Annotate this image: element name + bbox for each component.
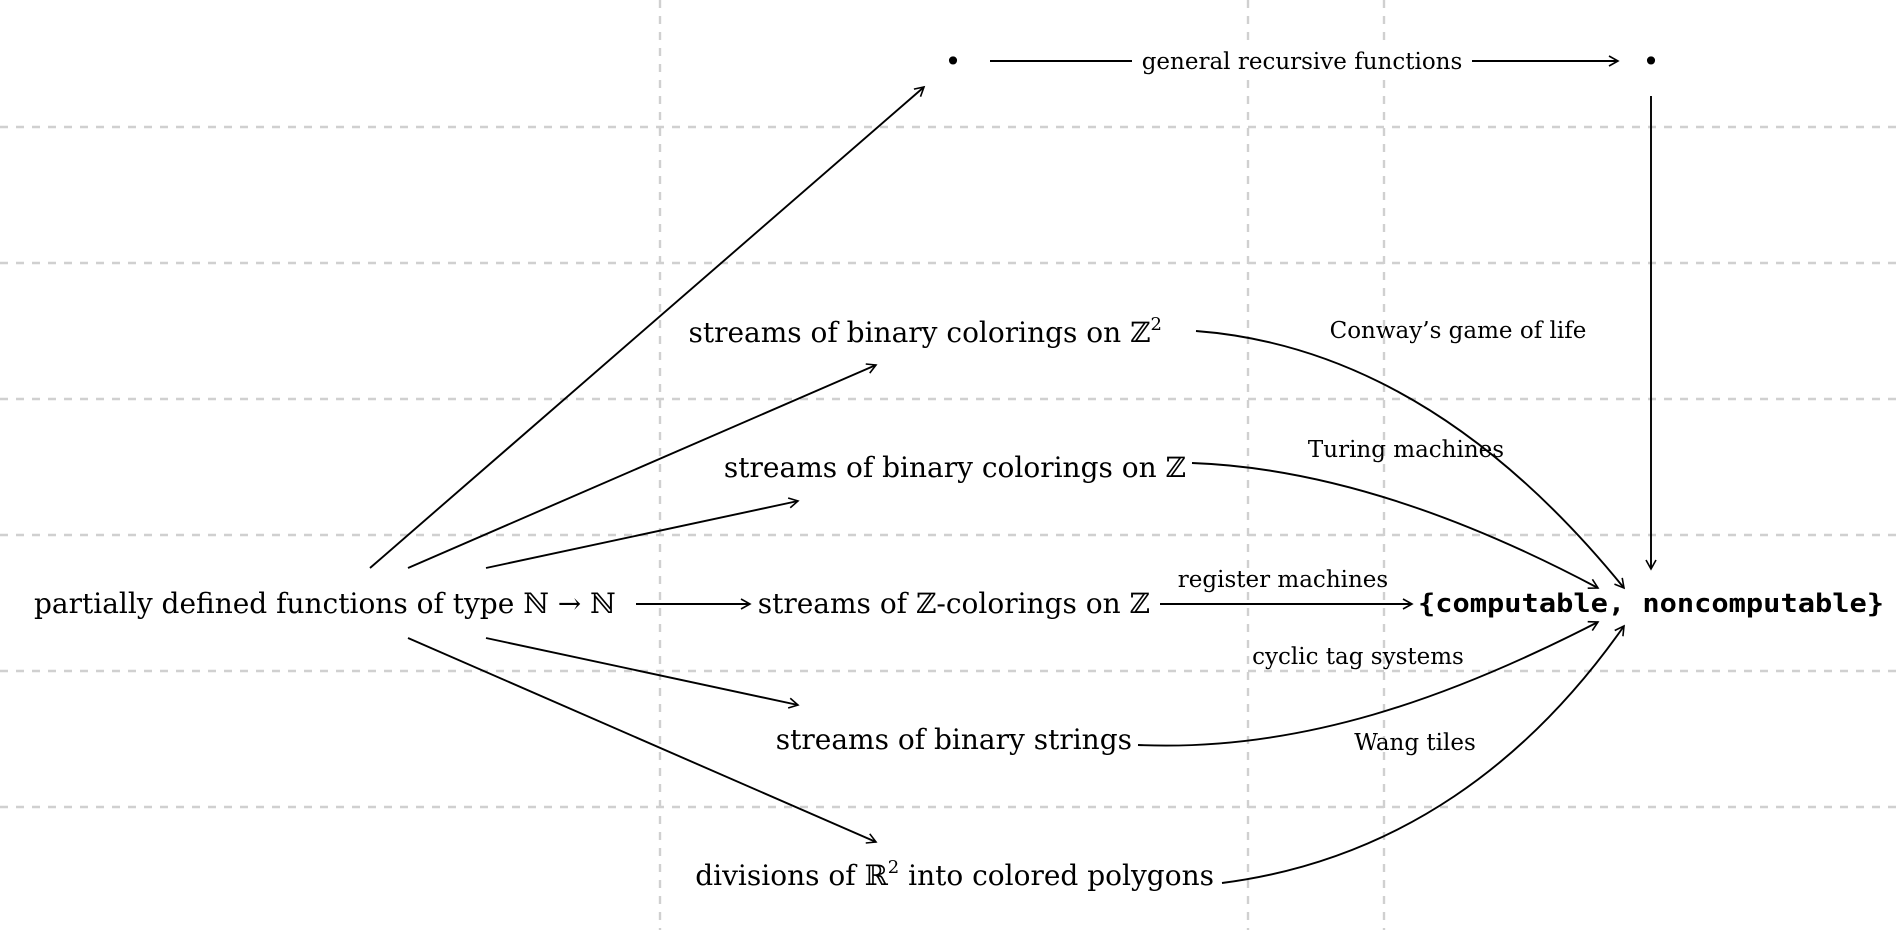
arrow-wang — [1221, 624, 1625, 884]
label-cyclic-tag: cyclic tag systems — [1252, 644, 1464, 670]
label-general-recursive: general recursive functions — [1142, 49, 1463, 75]
node-z2-colorings-sup: 2 — [1151, 314, 1162, 335]
node-polygons-suffix: into colored polygons — [899, 859, 1214, 892]
arrow-to-binary-strings — [485, 637, 800, 709]
arrow-to-polygons — [407, 637, 878, 844]
node-z-colorings: streams of binary colorings on ℤ — [724, 451, 1186, 484]
node-binary-strings: streams of binary strings — [776, 723, 1132, 756]
node-polygons-prefix: divisions of ℝ — [695, 859, 888, 892]
target-arrows — [1137, 330, 1626, 884]
node-source-prefix: partially defined functions of type — [34, 587, 523, 620]
label-register: register machines — [1178, 567, 1388, 593]
label-bg — [1132, 44, 1472, 78]
source-arrows — [369, 85, 926, 844]
arrow-turing — [1191, 462, 1600, 589]
dot-right: • — [1643, 45, 1660, 78]
node-source: partially defined functions of type ℕ → … — [34, 587, 616, 620]
arrow-to-z-colorings — [485, 497, 800, 569]
node-target: {computable, noncomputable} — [1418, 589, 1884, 619]
node-polygons-sup: 2 — [888, 857, 899, 878]
arrow-to-dot-left — [369, 85, 926, 569]
arrow-game-of-life — [1195, 330, 1626, 590]
arrow-to-z2-colorings — [407, 363, 878, 569]
dot-left: • — [945, 45, 962, 78]
node-zz-colorings: streams of ℤ-colorings on ℤ — [758, 587, 1150, 620]
label-wang: Wang tiles — [1354, 730, 1476, 756]
node-z2-colorings: streams of binary colorings on ℤ2 — [688, 314, 1162, 349]
node-source-math: ℕ → ℕ — [523, 587, 615, 620]
node-z2-colorings-text: streams of binary colorings on ℤ — [688, 316, 1150, 349]
node-polygons: divisions of ℝ2 into colored polygons — [695, 857, 1214, 892]
label-turing: Turing machines — [1308, 437, 1504, 463]
label-game-of-life: Conway’s game of life — [1330, 318, 1587, 344]
arrow-cyclic-tag — [1137, 620, 1600, 747]
